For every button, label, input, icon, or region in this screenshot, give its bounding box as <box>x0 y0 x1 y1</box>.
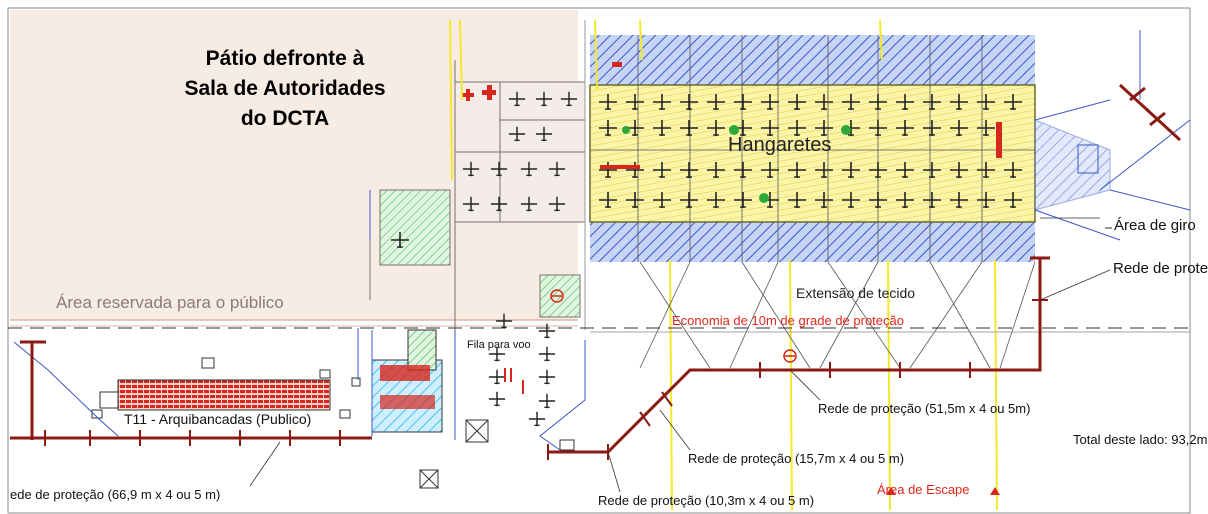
net-posts <box>44 299 1048 460</box>
authority-room-area <box>369 20 586 330</box>
rede-prote-label: Rede de prote <box>1113 260 1208 277</box>
title-line-3: do DCTA <box>240 107 330 130</box>
yellow-guide-lines <box>449 19 998 511</box>
title-line-1: Pátio defronte à <box>205 47 365 70</box>
hangaretes-block <box>577 35 1036 262</box>
no-entry-icon <box>550 289 564 303</box>
public-area-label: Área reservada para o público <box>56 293 284 312</box>
vip-tent <box>371 329 443 433</box>
grandstand-label: T11 - Arquibancadas (Publico) <box>124 411 312 427</box>
rede-15-label: Rede de proteção (15,7m x 4 ou 5 m) <box>688 451 905 466</box>
first-aid-boxes <box>419 419 489 489</box>
rede-51-label: Rede de proteção (51,5m x 4 ou 5m) <box>818 401 1031 416</box>
no-entry-icon-2 <box>783 349 797 363</box>
escape-area-label: Área de Escape <box>877 482 970 497</box>
page-title: Pátio defronte à Sala de Autoridades do … <box>165 44 405 134</box>
top-right-net <box>1118 83 1182 142</box>
grandstand <box>99 379 331 411</box>
total-label: Total deste lado: 93,2m <box>1073 432 1208 447</box>
leader-lines <box>249 217 1111 493</box>
first-aid-cross-icons <box>462 85 496 101</box>
rede-66-label: ede de proteção (66,9 m x 4 ou 5 m) <box>10 487 221 502</box>
rede-10-label: Rede de proteção (10,3m x 4 ou 5 m) <box>598 493 815 508</box>
fabric-extension-lines <box>639 261 1036 369</box>
queue-aircraft <box>488 313 556 427</box>
title-line-2: Sala de Autoridades <box>184 77 386 100</box>
area-de-giro-label: Área de giro <box>1114 217 1196 234</box>
area-de-giro-structure <box>1034 30 1191 241</box>
flight-queue-label: Fila para voo <box>467 339 531 351</box>
hangaretes-label: Hangaretes <box>728 134 832 156</box>
fabric-extension-label: Extensão de tecido <box>796 285 916 301</box>
economy-label: Economia de 10m de grade de proteção <box>672 313 904 328</box>
